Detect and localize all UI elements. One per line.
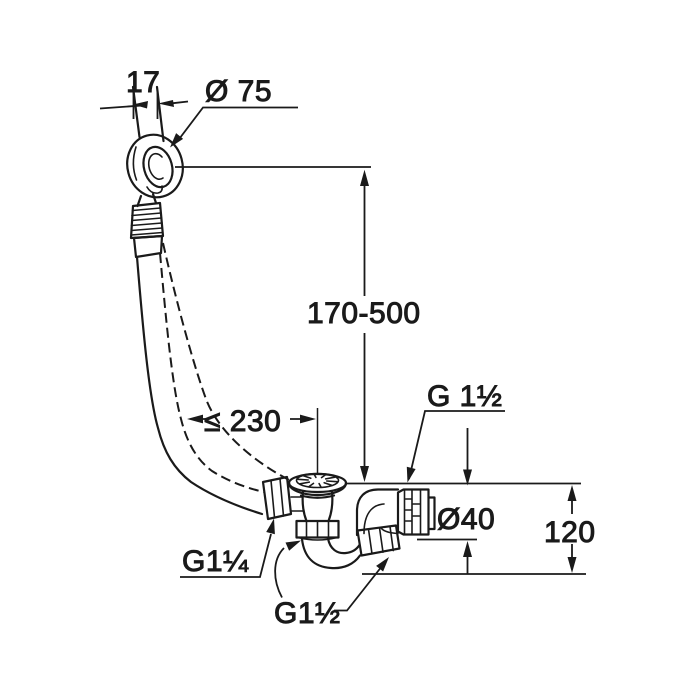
cable-guide-curve <box>162 242 292 482</box>
dia-40-arrow-down <box>463 469 472 486</box>
drawing-root: 17 Ø 75 170-500 ≤ 230 <box>99 66 596 631</box>
strainer-dome-ticks <box>297 473 338 488</box>
overflow-hose-inner-edge <box>159 252 265 493</box>
dia-75-leader <box>177 106 298 142</box>
dia-40-arrow-up <box>463 541 472 557</box>
outlet-thread-arrow <box>406 466 416 483</box>
dim-17-arrow-right <box>158 100 174 107</box>
dim-230-arrow-right <box>300 414 316 424</box>
rosette-bottom-lobe <box>146 185 163 194</box>
dim-120-arrow-down <box>567 557 577 573</box>
dim-range-label: 170-500 <box>307 297 421 330</box>
outlet-elbow <box>355 488 400 537</box>
inlet-thread-arrow <box>266 518 275 535</box>
outlet-thread-label: G 1½ <box>427 380 502 413</box>
dimension-overflow-pipe-width: 17 <box>99 66 189 119</box>
overflow-assembly <box>126 85 292 516</box>
dimension-height-range: 170-500 <box>175 166 421 482</box>
hose-collar <box>132 234 164 259</box>
label-outlet-thread: G 1½ <box>406 380 505 483</box>
corrugated-hose <box>129 201 165 240</box>
outlet-stub <box>427 496 436 531</box>
dimension-pipe-diameter: Ø40 <box>417 428 495 574</box>
label-inlet-thread: G1¼ <box>180 518 275 579</box>
dimension-rosette-diameter: Ø 75 <box>170 75 298 148</box>
trap-thread-label: G1½ <box>274 597 341 630</box>
dim-17-arrow-left <box>133 101 148 109</box>
overflow-rosette-outer <box>126 133 184 199</box>
inlet-thread-leader <box>180 533 272 578</box>
dim-230-arrow-left <box>187 414 203 424</box>
rosette-crease <box>132 146 138 181</box>
trap-nut <box>356 524 401 557</box>
inlet-nut <box>261 475 305 521</box>
waste-body <box>299 490 336 523</box>
overflow-rosette-inner <box>142 145 174 189</box>
waste-slip-nut <box>295 519 340 541</box>
trap-bend <box>300 537 362 570</box>
thread-marks <box>404 498 421 522</box>
trap-thread-leader-right <box>334 567 382 612</box>
dia-75-arrow <box>170 133 184 148</box>
dim-230-label: ≤ 230 <box>204 405 281 438</box>
label-trap-thread: G1½ <box>274 540 389 631</box>
waste-flange-rim <box>287 481 348 497</box>
inlet-thread-label: G1¼ <box>182 545 249 578</box>
dia-40-label: Ø40 <box>437 503 495 536</box>
trap-thread-arrow-left <box>285 540 301 551</box>
trap-thread-arrow-right <box>376 557 389 572</box>
dim-range-arrow-up <box>360 169 369 186</box>
trap-thread-leader-left <box>274 547 285 598</box>
dimension-outlet-height: 120 <box>544 485 596 573</box>
dimension-max-offset: ≤ 230 <box>187 405 319 474</box>
outlet-swivel-nut <box>396 488 430 536</box>
outlet-thread-leader <box>408 410 505 480</box>
dim-range-arrow-down <box>360 466 369 482</box>
waste-assembly <box>261 472 436 570</box>
dim-120-arrow-up <box>567 485 577 501</box>
overflow-rosette-core <box>147 152 164 180</box>
dim-120-label: 120 <box>544 516 596 549</box>
dia-75-label: Ø 75 <box>205 75 272 108</box>
overflow-hose-outer-edge <box>135 255 264 516</box>
dim-17-label: 17 <box>126 66 160 99</box>
